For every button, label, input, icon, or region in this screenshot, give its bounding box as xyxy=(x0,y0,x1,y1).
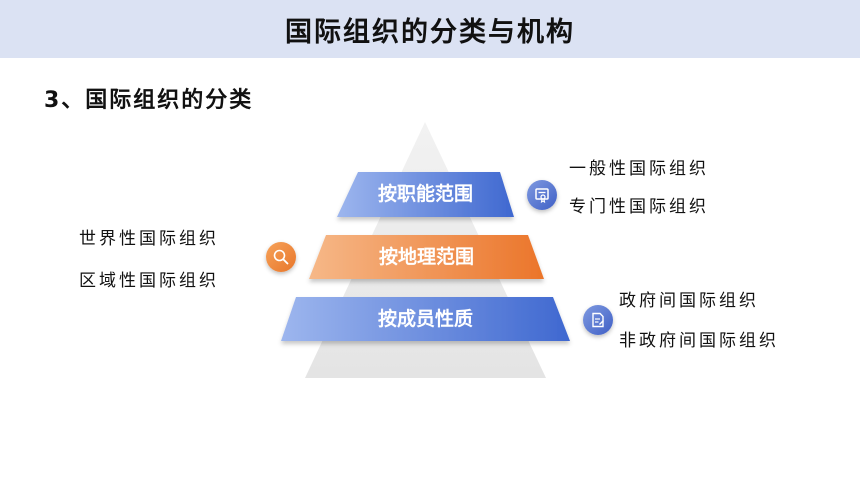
page-title: 国际组织的分类与机构 xyxy=(285,16,575,48)
member-item-intergovernmental: 政府间国际组织 xyxy=(619,291,759,311)
function-item-specialized: 专门性国际组织 xyxy=(569,197,709,217)
pyramid-tier-function-shape xyxy=(337,172,514,217)
geographic-item-regional: 区域性国际组织 xyxy=(79,271,219,291)
pyramid-tier-geographic-shape xyxy=(309,235,544,279)
pyramid-tier-member-shape xyxy=(281,297,570,341)
certificate-icon xyxy=(527,180,557,210)
function-item-general: 一般性国际组织 xyxy=(569,159,709,179)
geographic-item-world: 世界性国际组织 xyxy=(79,229,219,249)
tier-label-geographic: 按地理范围 xyxy=(378,246,474,268)
title-bar: 国际组织的分类与机构 xyxy=(0,0,860,58)
search-icon xyxy=(266,242,296,272)
section-heading: 3、国际组织的分类 xyxy=(44,88,254,113)
member-item-nongovernmental: 非政府间国际组织 xyxy=(619,331,779,351)
tier-label-member: 按成员性质 xyxy=(377,308,473,330)
document-edit-icon xyxy=(583,305,613,335)
tier-label-function: 按职能范围 xyxy=(377,183,473,205)
